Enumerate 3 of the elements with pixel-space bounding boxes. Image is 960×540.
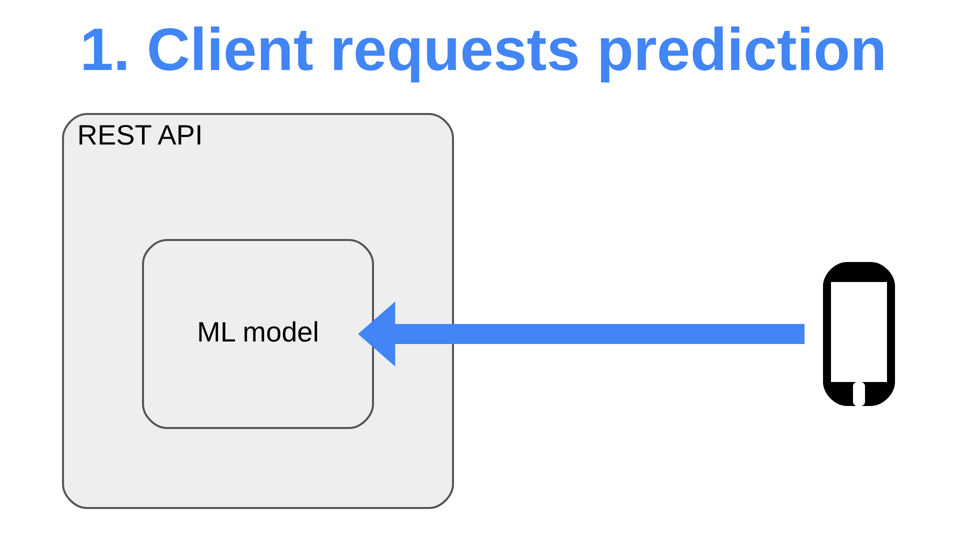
diagram-title: 1. Client requests prediction bbox=[80, 16, 887, 83]
arrow bbox=[358, 301, 805, 367]
node-box: ML model bbox=[142, 239, 374, 429]
